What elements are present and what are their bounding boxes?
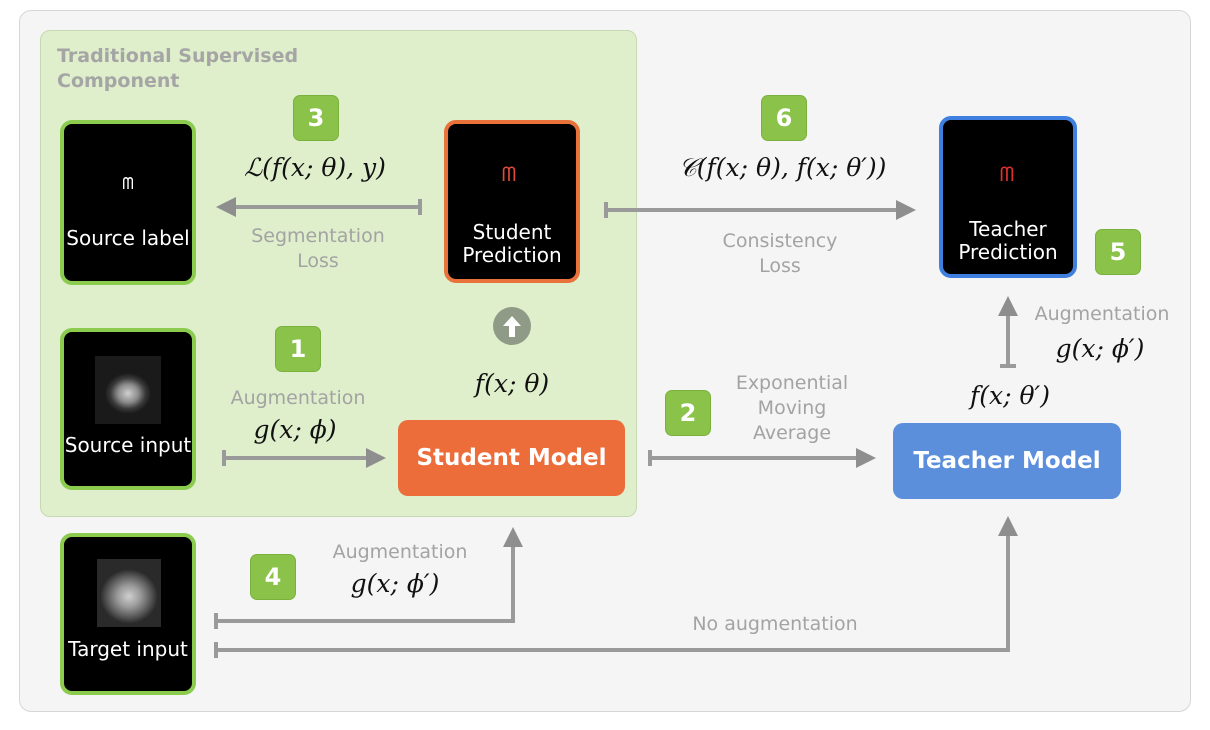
target-input-mri-image xyxy=(97,559,161,627)
target-input-text: Target input xyxy=(68,637,188,661)
student-prediction-card: ᗰ Student Prediction xyxy=(444,120,580,283)
source-augmentation-label: Augmentation xyxy=(230,387,366,409)
teacher-prediction-augmentation-label: Augmentation xyxy=(1034,303,1170,325)
teacher-prediction-mask-icon: ᗰ xyxy=(999,162,1015,186)
student-output-formula: f(x; θ) xyxy=(474,369,550,398)
no-augmentation-label: No augmentation xyxy=(692,613,858,635)
consistency-loss-formula: 𝒞(f(x; θ), f(x; θ′)) xyxy=(678,153,887,182)
step-badge-1: 1 xyxy=(275,326,321,372)
ema-label: Exponential Moving Average xyxy=(735,372,849,444)
target-augmentation-label: Augmentation xyxy=(332,541,468,563)
segmentation-loss-formula: ℒ(f(x; θ), y) xyxy=(244,153,386,182)
consistency-loss-label: Consistency Loss xyxy=(722,230,838,277)
target-augmentation-arrow xyxy=(216,527,523,623)
source-input-card: Source input xyxy=(60,328,196,490)
step-badge-2: 2 xyxy=(665,390,711,436)
source-label-mask-icon: ᗰ xyxy=(122,174,134,193)
step-badge-5: 5 xyxy=(1095,229,1141,275)
target-augmentation-formula: g(x; ϕ′) xyxy=(350,569,440,598)
student-upward-circle-icon xyxy=(493,307,531,345)
supervised-component-title: Traditional Supervised Component xyxy=(57,45,299,92)
student-model-box: Student Model xyxy=(398,420,625,496)
source-label-card: ᗰ Source label xyxy=(60,120,196,285)
source-augmentation-formula: g(x; ϕ) xyxy=(253,415,337,444)
student-prediction-text: Student Prediction xyxy=(462,220,562,267)
step-badge-4: 4 xyxy=(250,554,296,600)
segmentation-loss-label: Segmentation Loss xyxy=(251,225,385,272)
teacher-prediction-text: Teacher Prediction xyxy=(958,217,1058,264)
teacher-prediction-augmentation-formula: g(x; ϕ′) xyxy=(1055,334,1145,363)
teacher-model-box: Teacher Model xyxy=(893,423,1121,499)
source-input-text: Source input xyxy=(64,433,192,457)
student-prediction-mask-icon: ᗰ xyxy=(501,162,517,186)
teacher-output-formula: f(x; θ′) xyxy=(970,381,1050,410)
source-label-text: Source label xyxy=(66,226,190,250)
target-input-card: Target input xyxy=(60,533,196,695)
no-augmentation-arrow xyxy=(216,516,1018,652)
step-badge-3: 3 xyxy=(293,95,339,141)
teacher-prediction-card: ᗰ Teacher Prediction xyxy=(939,116,1077,278)
step-badge-6: 6 xyxy=(761,95,807,141)
source-input-mri-image xyxy=(95,356,161,424)
